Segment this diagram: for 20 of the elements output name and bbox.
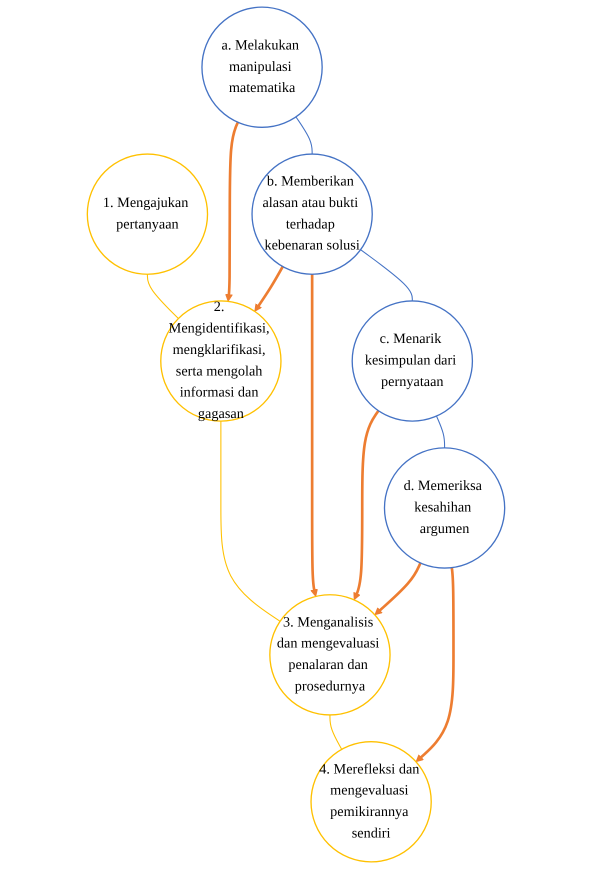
connector [329,714,342,750]
node-circle: c. Menarik kesimpulan dari pernyataan [352,300,474,422]
node-circle: a. Melakukan manipulasi matematika [201,6,323,128]
connector [220,421,280,622]
arrow [416,567,455,762]
arrow [374,562,422,616]
connector [360,249,413,301]
node-circle: d. Memeriksa kesahihan argumen [384,447,506,569]
arrow [225,122,240,302]
node-circle: 3. Menganalisis dan mengevaluasi penalaran dan prosedurnya [269,594,391,716]
connector [295,116,313,154]
arrow [254,266,284,312]
node-circle: 1. Mengajukan pertanyaan [86,153,208,275]
connector [146,274,179,319]
node-circle: b. Memberikan alasan atau bukti terhadap kebenaran solusi [251,153,373,275]
node-circle: 2. Mengidentifikasi, mengklarifikasi, serta mengolah informasi dan gagasan [160,300,282,422]
node-circle: 4. Merefleksi dan mengevaluasi pemikirannya sendiri [310,741,432,863]
arrow [353,410,380,600]
connector [436,416,446,448]
arrow [310,274,318,597]
